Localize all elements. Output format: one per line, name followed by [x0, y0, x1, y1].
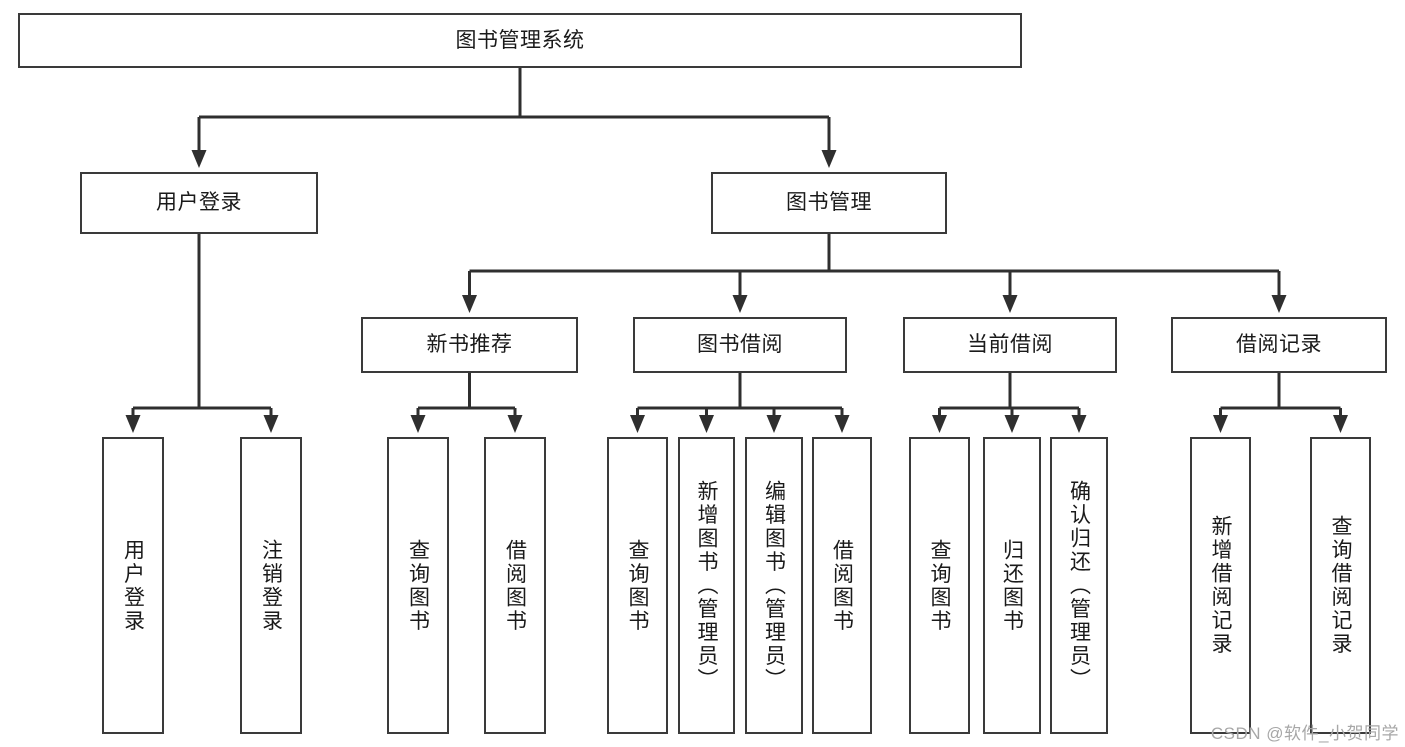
node-l_confirm[interactable]: 确认归还（管理员）: [1050, 437, 1108, 734]
node-login[interactable]: 用户登录: [80, 172, 318, 234]
edge-arrowhead: [732, 295, 748, 313]
edge-arrowhead: [766, 415, 782, 433]
node-label: 用户登录: [156, 191, 242, 215]
node-label: 注销登录: [259, 538, 283, 633]
node-l_qbook1[interactable]: 查询图书: [387, 437, 449, 734]
node-label: 图书管理: [786, 191, 872, 215]
node-label: 查询图书: [626, 538, 649, 633]
edge-arrowhead: [263, 415, 279, 433]
edge-arrowhead: [125, 415, 141, 433]
node-l_return[interactable]: 归还图书: [983, 437, 1041, 734]
node-l_bbook2[interactable]: 借阅图书: [812, 437, 872, 734]
edge-arrowhead: [462, 295, 477, 313]
edge-arrowhead: [834, 415, 850, 433]
node-label: 新增借阅记录: [1209, 515, 1232, 656]
node-label: 新书推荐: [426, 333, 513, 357]
node-l_qbook2[interactable]: 查询图书: [607, 437, 668, 734]
edge-arrowhead: [1333, 415, 1348, 433]
edge-arrowhead: [507, 415, 523, 433]
node-l_edtbook[interactable]: 编辑图书（管理员）: [745, 437, 803, 734]
edge-arrowhead: [1002, 295, 1018, 313]
node-label: 查询借阅记录: [1329, 515, 1352, 656]
edge-arrowhead: [1004, 415, 1020, 433]
node-newrec[interactable]: 新书推荐: [361, 317, 578, 373]
node-borrow[interactable]: 图书借阅: [633, 317, 847, 373]
node-l_addrec[interactable]: 新增借阅记录: [1190, 437, 1251, 734]
node-label: 借阅图书: [503, 538, 527, 633]
node-label: 归还图书: [1000, 538, 1024, 633]
node-l_addbook[interactable]: 新增图书（管理员）: [678, 437, 735, 734]
node-label: 确认归还（管理员）: [1067, 479, 1091, 692]
node-l_bbook1[interactable]: 借阅图书: [484, 437, 546, 734]
edge-arrowhead: [410, 415, 426, 433]
node-l_qbook3[interactable]: 查询图书: [909, 437, 970, 734]
edge-arrowhead: [1213, 415, 1228, 433]
node-l_login[interactable]: 用户登录: [102, 437, 164, 734]
edge-arrowhead: [191, 150, 207, 168]
node-l_logout[interactable]: 注销登录: [240, 437, 302, 734]
edge-arrowhead: [630, 415, 645, 433]
node-bookmgmt[interactable]: 图书管理: [711, 172, 947, 234]
node-l_qrec[interactable]: 查询借阅记录: [1310, 437, 1371, 734]
node-label: 图书借阅: [697, 333, 783, 357]
node-current[interactable]: 当前借阅: [903, 317, 1117, 373]
node-label: 图书管理系统: [455, 28, 585, 52]
node-label: 当前借阅: [967, 333, 1053, 357]
edge-arrowhead: [1071, 415, 1087, 433]
node-record[interactable]: 借阅记录: [1171, 317, 1387, 373]
edge-arrowhead: [1271, 295, 1287, 313]
node-label: 查询图书: [928, 538, 951, 633]
node-label: 编辑图书（管理员）: [762, 479, 786, 692]
node-root[interactable]: 图书管理系统: [18, 13, 1022, 68]
edge-arrowhead: [932, 415, 947, 433]
edge-arrowhead: [821, 150, 837, 168]
node-label: 借阅记录: [1236, 333, 1322, 357]
node-label: 借阅图书: [830, 538, 854, 633]
node-label: 用户登录: [121, 538, 145, 633]
node-label: 新增图书（管理员）: [695, 479, 718, 692]
edge-arrowhead: [699, 415, 714, 433]
node-label: 查询图书: [406, 538, 430, 633]
